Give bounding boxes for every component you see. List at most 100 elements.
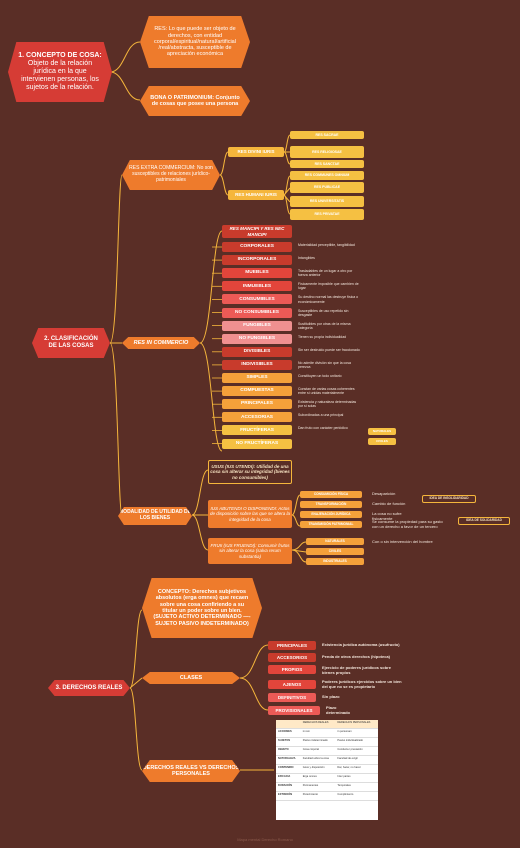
fruii-node: FRUII (IUS FRUENDI): Consumir frutos sin…	[208, 538, 292, 564]
footer-note: Mapa mental Derecho Romano	[237, 837, 293, 842]
table-header-cell	[276, 720, 301, 729]
clase-provisionales: PROVISIONALES	[268, 706, 320, 715]
commercio-item: INDIVISIBLES	[222, 359, 292, 370]
table-cell: Facultad de exigir	[335, 755, 378, 765]
table-cell: Erga omnes	[300, 773, 336, 783]
concepto-body: Objeto de la relación jurídica en la que…	[21, 59, 99, 92]
abutendi-desc-3: Se consume la propiedad para su gasto co…	[372, 519, 443, 529]
commercio-item: PRINCIPALES	[222, 399, 292, 410]
fruii-industriales: INDUSTRIALES	[306, 558, 364, 565]
commercio-item: FRUCTÍFERAS	[222, 425, 292, 436]
commercio-item-desc: Trasladables de un lugar a otro por fuer…	[298, 269, 353, 278]
commercio-item-desc: Su destino normal las destruye física o …	[298, 295, 359, 304]
modalidad-node: MODALIDAD DE UTILIDAD DE LOS BIENES	[118, 507, 192, 525]
table-cell: Conducta / prestación	[335, 746, 378, 756]
commercio-item-desc: Constan de varias cosas coherentes entre…	[298, 387, 355, 396]
table-cell: Permanentes	[300, 782, 336, 792]
commercio-item: NO FRUCTÍFERAS	[222, 438, 292, 449]
commercio-item: DIVISIBLES	[222, 346, 292, 357]
fruii-desc: Con o sin intervención del hombre	[372, 539, 433, 544]
clase-propios-desc: Ejercicio de poderes jurídicos sobre bie…	[322, 665, 391, 675]
usus-node: USUS (IUS UTENDI): Utilidad de una cosa …	[208, 460, 292, 484]
abutendi-node: IUS ABUTENDI O DISPONENDI: Actos de disp…	[208, 500, 292, 528]
clase-propios: PROPIOS	[268, 665, 316, 674]
abutendi-desc-0: Desaparición	[372, 491, 396, 496]
commercio-item-desc: Intangibles	[298, 256, 315, 261]
table-cell: Cosa corporal	[300, 746, 336, 756]
commercio-item: NO FUNGIBLES	[222, 333, 292, 344]
commercio-item-desc: Dan fruto con carácter periódico	[298, 426, 348, 431]
table-cell: ACCIONES	[276, 728, 301, 738]
clase-definitivos: DEFINITIVOS	[268, 693, 316, 702]
idea-solidaridad: IDEA DE SOLIDARIDAD	[458, 517, 510, 525]
res-universitatis: RES UNIVERSITATIS	[290, 196, 364, 207]
table-cell: EFICACIA	[276, 773, 301, 783]
table-cell: Goce y disposición	[300, 764, 336, 774]
comparison-table: DERECHOS REALES DERECHOS PERSONALES ACCI…	[276, 720, 378, 820]
abutendi-item-0: CONSUMICIÓN FÍSICA	[300, 491, 362, 498]
derechos-reales-node: 3. DERECHOS REALES	[48, 680, 130, 696]
table-cell: DURACIÓN	[276, 782, 301, 792]
table-cell: SUJETOS	[276, 737, 301, 747]
table-cell: in personam	[335, 728, 378, 738]
table-cell: NATURALEZA	[276, 755, 301, 765]
res-privatae: RES PRIVATAE	[290, 209, 364, 220]
abutendi-item-1: TRANSFORMACIÓN	[300, 501, 362, 508]
in-commercio-node: RES IN COMMERCIO	[122, 337, 200, 349]
res-node: RES: Lo que puede ser objeto de derechos…	[140, 16, 250, 68]
concepto-title: 1. CONCEPTO DE COSA:	[18, 51, 102, 59]
clases-node: CLASES	[142, 672, 240, 684]
commercio-item: FUNGIBLES	[222, 320, 292, 331]
table-header-row: DERECHOS REALES DERECHOS PERSONALES	[276, 720, 378, 729]
commercio-item-desc: Tienen su propia individualidad	[298, 334, 347, 339]
humani-iuris-node: RES HUMANI IURIS	[228, 190, 284, 200]
clase-provisionales-desc: Plazo determinado	[326, 705, 351, 715]
clase-definitivos-desc: Sin plazo	[322, 694, 340, 699]
idea-insolidaridad: IDEA DE INSOLIDARIDAD	[422, 495, 476, 503]
vs-node: DERECHOS REALES VS DERECHOS PERSONALES	[142, 760, 240, 782]
commercio-item: ACCESORIAS	[222, 412, 292, 423]
mancipi-node: RES MANCIPI Y RES NEC MANCIPI	[222, 225, 292, 238]
abutendi-item-2: ENAJENACIÓN JURÍDICA	[300, 511, 362, 518]
commercio-item: NO CONSUMIBLES	[222, 307, 292, 318]
table-cell: Temporales	[335, 782, 378, 792]
derechos-concepto-node: CONCEPTO: Derechos subjetivos absolutos …	[142, 578, 262, 638]
table-cell: OBJETO	[276, 746, 301, 756]
clase-ajenos: AJENOS	[268, 680, 316, 689]
concepto-cosa-node: 1. CONCEPTO DE COSA: Objeto de la relaci…	[8, 42, 112, 102]
clase-ajenos-desc: Poderes jurídicos ejercidos sobre un bie…	[322, 679, 402, 689]
frutos-civiles: CIVILES	[368, 438, 396, 445]
commercio-item-desc: No admite división sin que la cosa perez…	[298, 360, 351, 370]
commercio-item-desc: Subordinadas a una principal	[298, 413, 344, 418]
commercio-item-desc: Materialidad perceptible, tangibilidad	[298, 243, 355, 247]
abutendi-item-3: TRANSMISIÓN PATRIMONIAL	[300, 521, 362, 528]
commercio-item: INMUEBLES	[222, 281, 292, 292]
commercio-item: SIMPLES	[222, 373, 292, 383]
fruii-civiles: CIVILES	[306, 548, 364, 555]
res-communes: RES COMMUNES OMNIUM	[290, 171, 364, 180]
commercio-item: COMPUESTAS	[222, 386, 292, 397]
table-cell: Inter partes	[335, 773, 378, 783]
clase-accesorios-desc: Penda de otros derechos (hipoteca)	[322, 654, 391, 659]
table-cell: Dar, hacer, no hacer	[335, 764, 378, 774]
commercio-item-desc: Físicamente imposible que cambien de lug…	[298, 282, 359, 291]
abutendi-desc-2: La cosa no sufre físicamente	[372, 511, 402, 521]
commercio-item: CORPORALES	[222, 242, 292, 252]
commercio-item-desc: Sin ser destruido puede ser fraccionado	[298, 347, 360, 352]
abutendi-desc-1: Cambio de función	[372, 501, 406, 506]
table-header-cell: DERECHOS REALES	[300, 720, 336, 729]
divini-iuris-node: RES DIVINI IURIS	[228, 147, 284, 157]
clase-principales: PRINCIPALES	[268, 641, 316, 650]
res-sacrae: RES SACRAE	[290, 131, 364, 139]
table-cell: Cumplimiento	[335, 791, 378, 801]
table-cell: Perecimiento	[300, 791, 336, 801]
